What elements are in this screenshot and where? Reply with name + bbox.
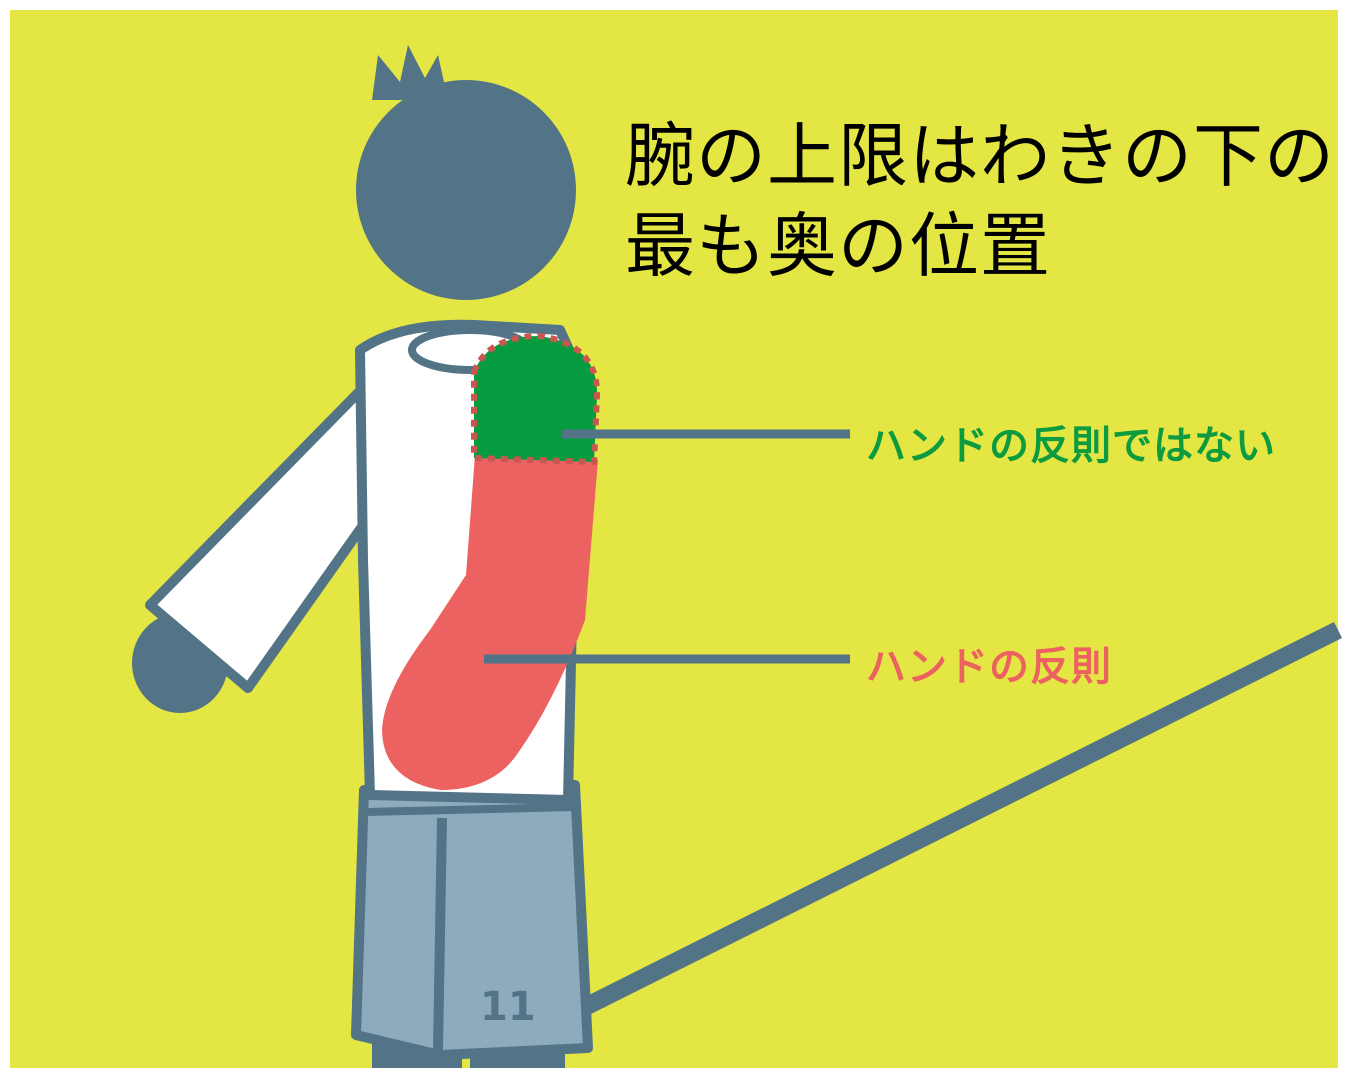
label-not-handball: ハンドの反則ではない bbox=[866, 423, 1276, 469]
title-line-1: 腕の上限はわきの下の bbox=[625, 115, 1335, 197]
handball-arm-zone bbox=[382, 455, 598, 790]
not-handball-shoulder-zone bbox=[471, 332, 601, 466]
label-handball: ハンドの反則 bbox=[866, 644, 1112, 690]
ground-line bbox=[570, 621, 1343, 1021]
shorts bbox=[351, 780, 593, 1060]
head bbox=[356, 45, 576, 300]
bottom-margin bbox=[0, 1068, 1359, 1075]
title-line-2: 最も奥の位置 bbox=[625, 205, 1051, 287]
jersey-number: 11 bbox=[480, 984, 536, 1030]
